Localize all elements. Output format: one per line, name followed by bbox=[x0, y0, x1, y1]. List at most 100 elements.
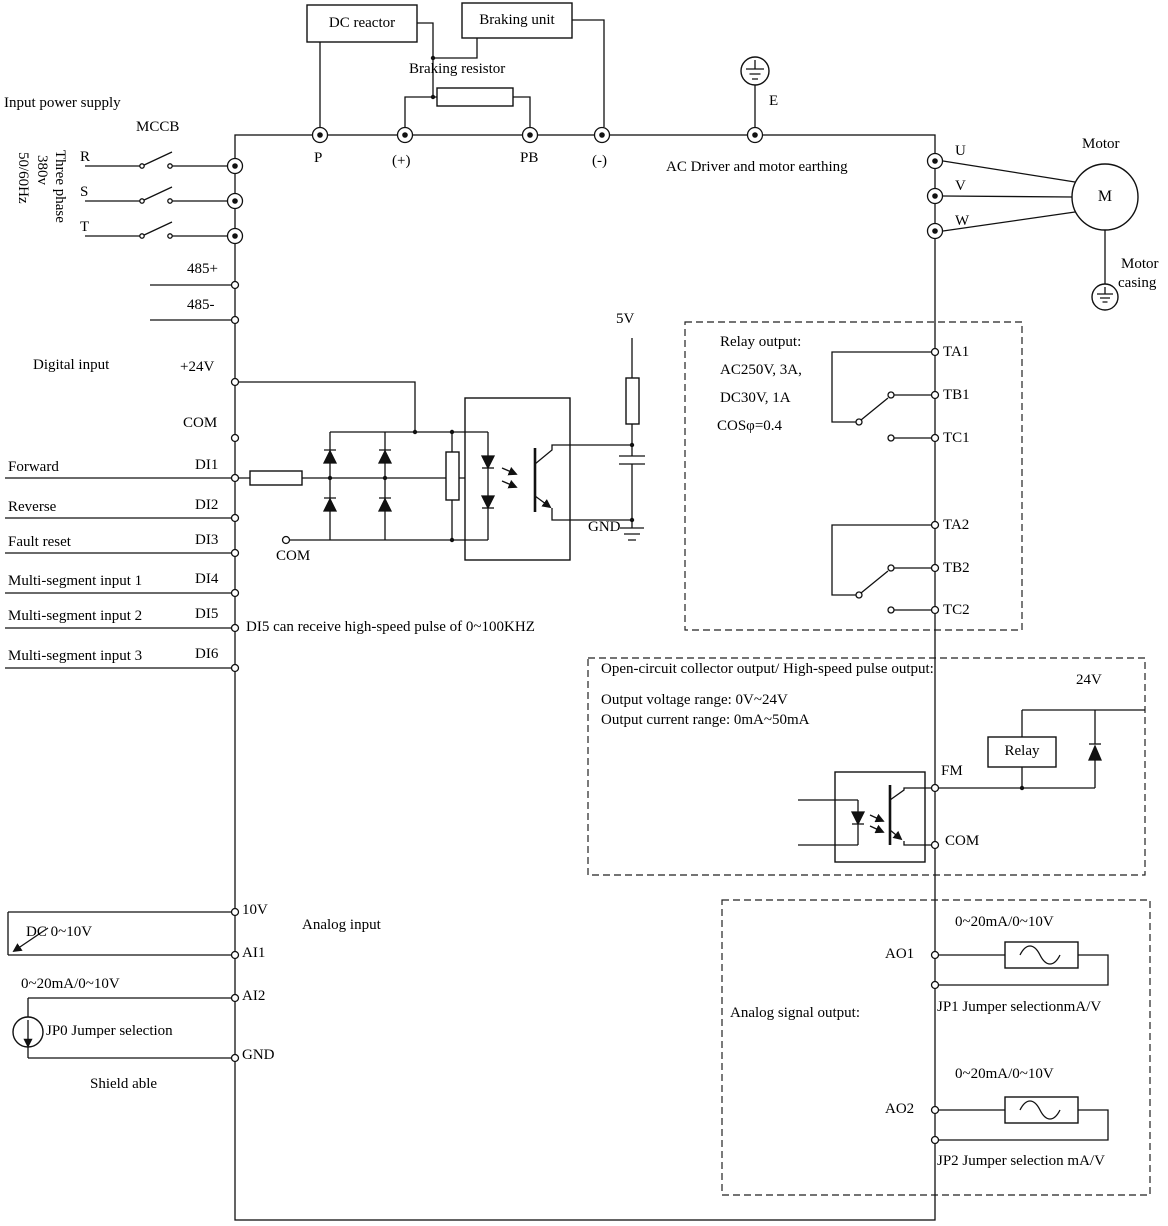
fm-label: FM bbox=[941, 763, 963, 779]
digital-input-lines bbox=[5, 477, 231, 669]
terminal-plus-label: (+) bbox=[392, 153, 411, 169]
opto-emitter-arrow bbox=[534, 495, 552, 509]
relay-contact-1 bbox=[831, 351, 931, 439]
multi2-label: Multi-segment input 2 bbox=[8, 608, 143, 624]
terminal-tc1 bbox=[930, 433, 940, 443]
ao1-loop bbox=[939, 954, 1109, 986]
potentiometer-wiper-arrow bbox=[12, 927, 49, 953]
relay-coil-box bbox=[987, 736, 1057, 768]
v5-label: 5V bbox=[616, 311, 635, 327]
mccb-contacts bbox=[139, 163, 173, 239]
relay-contact-points bbox=[855, 391, 895, 614]
led-symbol bbox=[480, 455, 518, 510]
terminal-ao1 bbox=[930, 950, 940, 960]
ao2-range-label: 0~20mA/0~10V bbox=[955, 1066, 1054, 1082]
dc-range-label: DC 0~10V bbox=[26, 924, 93, 940]
diode-bridge bbox=[322, 449, 393, 512]
rs485-lines bbox=[150, 284, 231, 321]
optocoupler-box bbox=[464, 397, 571, 561]
v5-rail-cap-ground bbox=[619, 338, 645, 541]
relay-output-spec2: DC30V, 1A bbox=[720, 390, 791, 406]
freewheel-diode-symbol bbox=[1088, 743, 1102, 761]
w-label: W bbox=[955, 213, 970, 229]
di4-label: DI4 bbox=[195, 571, 219, 587]
ao1-signal-box bbox=[1004, 941, 1079, 969]
terminal-di2 bbox=[230, 513, 240, 523]
digital-input-label: Digital input bbox=[33, 357, 110, 373]
earth-symbol bbox=[740, 56, 770, 86]
reverse-label: Reverse bbox=[8, 499, 57, 515]
terminal-ai1 bbox=[230, 950, 240, 960]
motor-casing-earth-symbol bbox=[1091, 283, 1119, 311]
bridge-resistor-symbol bbox=[445, 451, 460, 501]
earth-label: E bbox=[769, 93, 779, 109]
fm-opto-collector bbox=[889, 787, 931, 801]
diode-bridge-rails bbox=[286, 431, 465, 541]
terminal-ta2 bbox=[930, 520, 940, 530]
tc2-label: TC2 bbox=[943, 602, 970, 618]
v24-label: +24V bbox=[180, 359, 215, 375]
sine-symbol-1 bbox=[1019, 945, 1061, 965]
multi1-label: Multi-segment input 1 bbox=[8, 573, 143, 589]
collector-24v-label: 24V bbox=[1076, 672, 1102, 688]
phase-t-label: T bbox=[80, 219, 90, 235]
terminal-minus bbox=[593, 126, 611, 144]
relay-output-spec3: COSφ=0.4 bbox=[717, 418, 783, 434]
terminal-minus-label: (-) bbox=[592, 153, 607, 169]
tb2-label: TB2 bbox=[943, 560, 970, 576]
ta1-label: TA1 bbox=[943, 344, 970, 360]
three-phase-label: Three phase bbox=[52, 150, 68, 223]
opto-led-column bbox=[465, 431, 489, 541]
jp0-label: JP0 Jumper selection bbox=[46, 1023, 173, 1039]
tc1-label: TC1 bbox=[943, 430, 970, 446]
ai2-gnd-lines bbox=[27, 997, 231, 1059]
potentiometer-lines bbox=[7, 911, 231, 956]
terminal-u bbox=[926, 152, 944, 170]
terminal-v bbox=[926, 187, 944, 205]
braking-unit-label: Braking unit bbox=[479, 11, 555, 28]
dc-reactor-label: DC reactor bbox=[328, 14, 396, 31]
voltage-label: 380v bbox=[34, 155, 50, 185]
terminal-p-label: P bbox=[314, 150, 323, 166]
terminal-pb-label: PB bbox=[520, 150, 539, 166]
terminal-r bbox=[226, 157, 244, 175]
terminal-w bbox=[926, 222, 944, 240]
terminal-tb1 bbox=[930, 390, 940, 400]
motor-casing-earth-glyph bbox=[1097, 287, 1113, 303]
terminal-ao2 bbox=[930, 1105, 940, 1115]
terminal-com-fm bbox=[930, 840, 940, 850]
ao1-label: AO1 bbox=[885, 946, 915, 962]
dc-reactor-box bbox=[306, 4, 418, 43]
terminal-s bbox=[226, 192, 244, 210]
ao1-range-label: 0~20mA/0~10V bbox=[955, 914, 1054, 930]
ao2-label: AO2 bbox=[885, 1101, 915, 1117]
symbols bbox=[23, 55, 1113, 1120]
relay-contact-2 bbox=[831, 524, 931, 611]
fm-opto-led-wires bbox=[798, 799, 859, 846]
terminal-di1 bbox=[230, 473, 240, 483]
di1-label: DI1 bbox=[195, 457, 219, 473]
collector-output-box bbox=[587, 657, 1146, 876]
di5-note-label: DI5 can receive high-speed pulse of 0~10… bbox=[246, 619, 535, 635]
ta2-label: TA2 bbox=[943, 517, 970, 533]
v5-resistor-symbol bbox=[625, 377, 640, 425]
terminal-tc2 bbox=[930, 605, 940, 615]
analog-output-title: Analog signal output: bbox=[730, 1005, 860, 1021]
ai2-range-label: 0~20mA/0~10V bbox=[21, 976, 120, 992]
dc-reactor-right-lead bbox=[417, 22, 434, 97]
terminal-ao1-return bbox=[930, 980, 940, 990]
rs485-minus-label: 485- bbox=[187, 297, 215, 313]
terminal-di5 bbox=[230, 623, 240, 633]
terminal-p bbox=[311, 126, 329, 144]
relay-output-title: Relay output: bbox=[720, 334, 802, 350]
terminal-ao2-return bbox=[930, 1135, 940, 1145]
fault-reset-label: Fault reset bbox=[8, 534, 71, 550]
terminal-485plus bbox=[230, 280, 240, 290]
jp2-label: JP2 Jumper selection mA/V bbox=[937, 1153, 1105, 1169]
v24-line bbox=[239, 381, 416, 432]
braking-resistor-label: Braking resistor bbox=[409, 61, 506, 77]
com-internal-label: COM bbox=[276, 548, 311, 564]
analog-input-label: Analog input bbox=[302, 917, 381, 933]
